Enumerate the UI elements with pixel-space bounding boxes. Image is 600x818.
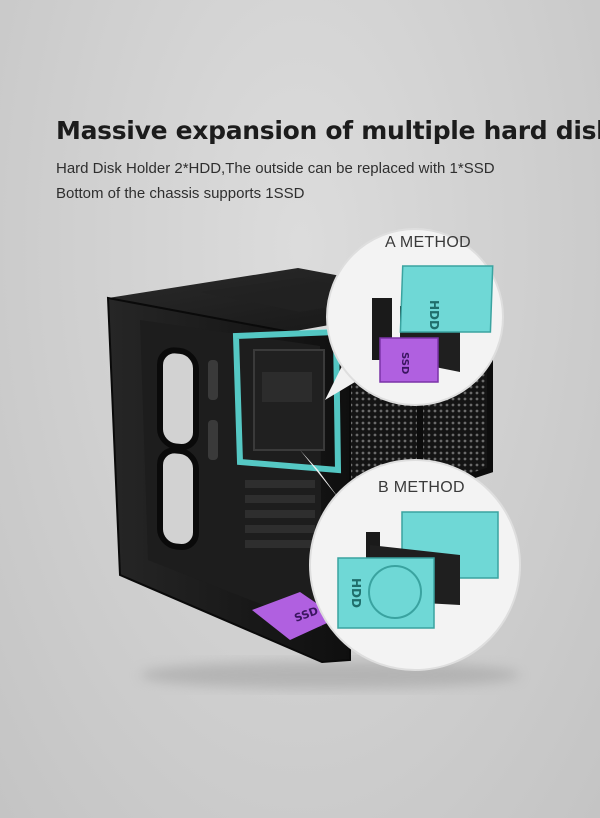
callout-b-tail <box>300 450 340 500</box>
a-hdd <box>399 265 494 333</box>
b-hdd-platter <box>368 565 422 619</box>
cable-hole-1 <box>208 360 218 400</box>
hdd-cage-highlight <box>232 328 342 474</box>
headline: Massive expansion of multiple hard disks <box>56 116 600 145</box>
fan-cutout-lower <box>157 447 199 551</box>
floor-shadow <box>140 661 520 689</box>
expansion-slots <box>245 480 315 548</box>
description-line-2: Bottom of the chassis supports 1SSD <box>56 185 305 202</box>
method-b-label: B METHOD <box>378 479 465 496</box>
hdd-cage-slot <box>262 372 312 402</box>
method-a-label: A METHOD <box>385 234 471 251</box>
b-hdd-label: HDD <box>349 578 363 608</box>
fan-cutout-upper <box>157 347 199 451</box>
description-line-1: Hard Disk Holder 2*HDD,The outside can b… <box>56 160 495 177</box>
a-hdd-label: HDD <box>427 300 441 330</box>
cable-hole-2 <box>208 420 218 460</box>
a-ssd <box>379 337 439 383</box>
a-ssd-label: SSD <box>399 352 410 374</box>
